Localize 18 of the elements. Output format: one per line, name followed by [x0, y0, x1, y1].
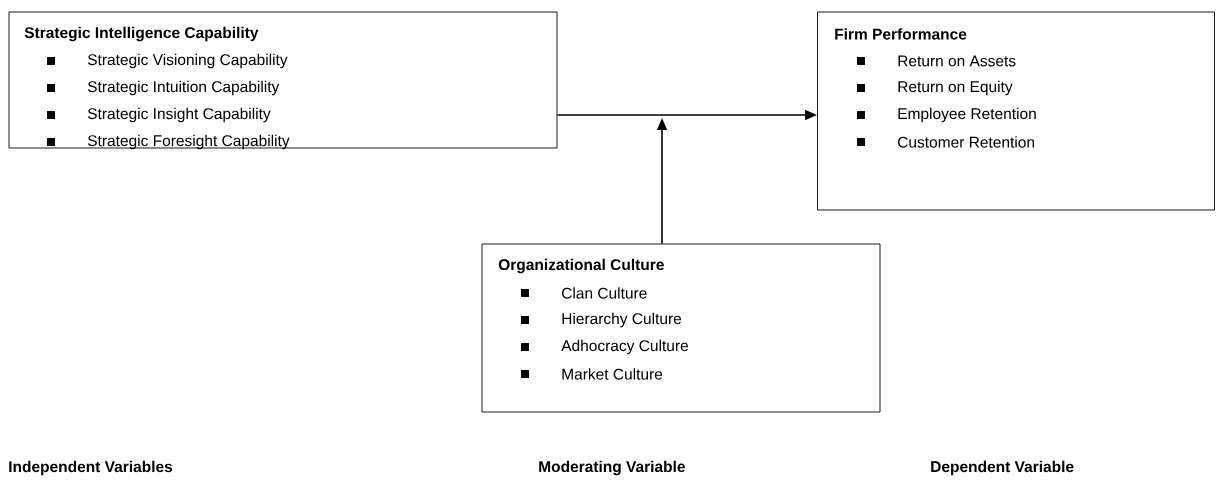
bullet-item: Adhocracy Culture — [561, 339, 688, 355]
bullet-item: Return on Assets — [898, 55, 1016, 67]
bullet-item: Employee Retention — [898, 107, 1036, 123]
variable-label: Independent Variables — [9, 460, 173, 476]
box-heading: Organizational Culture — [498, 258, 664, 274]
bullet-item: Customer Retention — [898, 136, 1034, 148]
variable-label: Moderating Variable — [539, 460, 685, 476]
bullet-item: Strategic Foresight Capability — [87, 134, 290, 150]
bullet-item: Market Culture — [562, 368, 663, 380]
box-heading: Strategic Intelligence Capability — [24, 26, 259, 42]
box-heading: Firm Performance — [835, 28, 967, 40]
bullet-item: Return on Equity — [898, 80, 1013, 96]
bullet-item: Strategic Insight Capability — [87, 107, 271, 123]
bullet-item: Hierarchy Culture — [562, 312, 682, 328]
variable-label: Dependent Variable — [931, 460, 1074, 476]
bullet-item: Strategic Intuition Capability — [87, 80, 280, 96]
bullet-item: Clan Culture — [562, 287, 647, 299]
bullet-item: Strategic Visioning Capability — [87, 53, 288, 69]
